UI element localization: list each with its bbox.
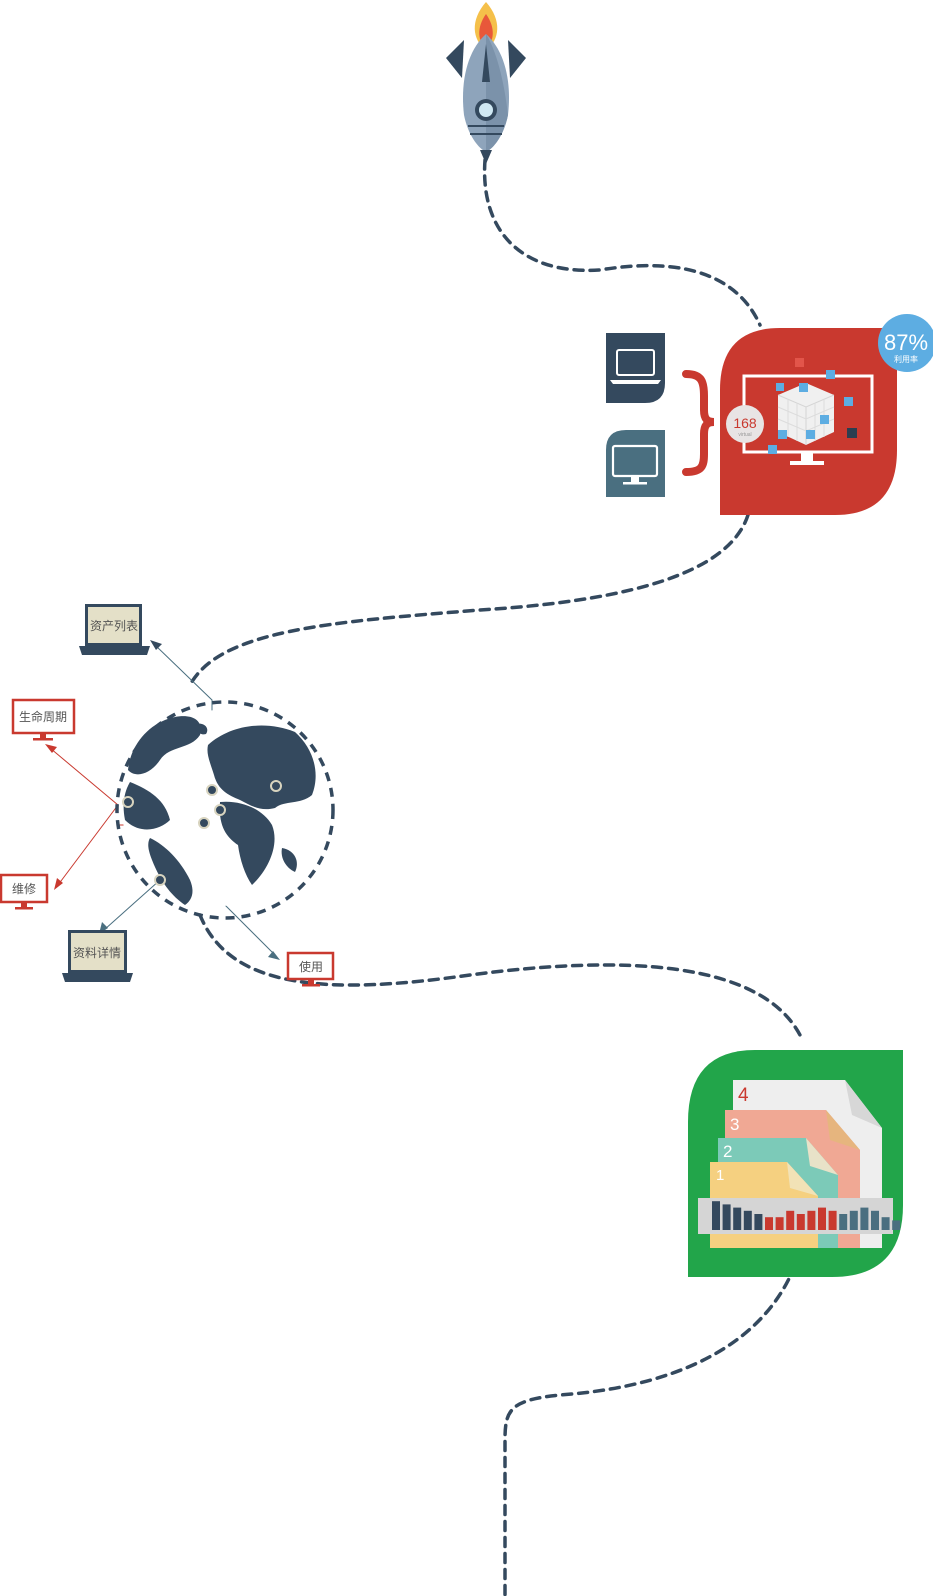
utilization-value: 87% [884,330,928,355]
page-number-1: 1 [716,1167,724,1184]
mini-bar [712,1201,720,1230]
monitor-icon [0,873,49,910]
server-count-value: 168 [733,415,757,431]
node-label-lifecycle: 生命周期 [19,709,67,724]
mini-bar [786,1210,795,1230]
mini-bar [722,1204,731,1230]
mini-bar [818,1207,826,1230]
mini-bar [775,1217,784,1230]
server-count-badge: 168 virtual [726,405,764,443]
cube-icon [768,358,857,454]
node-label-details: 资料详情 [73,945,121,960]
mini-bar [743,1210,752,1230]
monitor-icon [286,951,335,987]
mini-bar [733,1207,742,1230]
monitor-icon [611,444,659,485]
mini-bar [849,1210,858,1230]
node-usage: 使用 [286,951,335,987]
node-label-asset-list: 资产列表 [90,619,138,633]
mini-bar-chart [712,1201,901,1230]
page-number-2: 2 [723,1142,732,1161]
node-lifecycle: 生命周期 [11,698,76,741]
mini-bar [881,1217,890,1230]
mini-bar [871,1210,879,1230]
mini-bar [765,1217,773,1230]
laptop-tile [606,333,665,403]
mini-bar [796,1214,805,1230]
mini-bar [807,1210,816,1230]
globe-icon [115,700,335,920]
node-maintenance: 维修 [0,873,49,910]
laptop-icon [79,604,150,655]
mini-bar [892,1220,901,1230]
mini-bar [828,1210,837,1230]
laptop-icon [62,930,133,982]
laptop-icon [610,349,661,384]
mini-bar [754,1214,763,1230]
server-count-caption: virtual [738,432,751,438]
rocket-icon [446,2,526,164]
page-number-3: 3 [730,1115,739,1134]
utilization-label: 利用率 [894,354,918,364]
node-asset-list: 资产列表 [79,604,150,655]
mini-bar [839,1214,848,1230]
monitor-icon [11,698,76,741]
node-details: 资料详情 [62,930,133,982]
utilization-badge: 87% 利用率 [878,314,933,372]
virtualization-block: 168 virtual [720,328,897,515]
node-label-usage: 使用 [299,959,323,974]
documents-block: 4 3 2 1 [688,1050,903,1277]
mini-bar [860,1207,869,1230]
dashed-journey-path [188,158,802,1596]
node-label-maintenance: 维修 [12,881,36,896]
monitor-tile [606,430,665,497]
curly-brace [682,370,715,476]
page-number-4: 4 [738,1085,749,1106]
stacked-documents-icon: 4 3 2 1 [698,1080,901,1248]
